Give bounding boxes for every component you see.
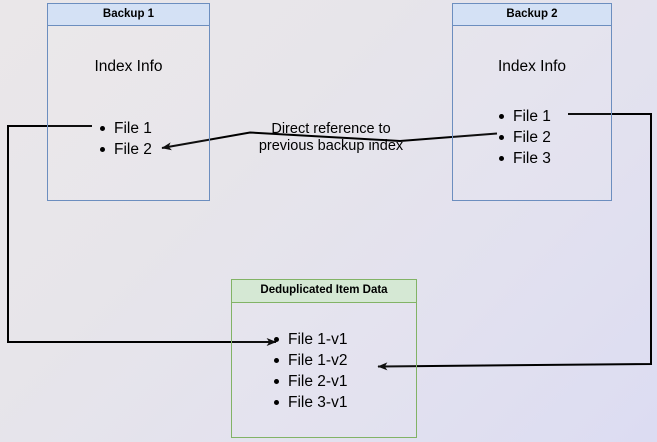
backup-2-node[interactable]: Backup 2 Index Info File 1 File 2 File 3 [452,3,612,201]
backup-2-file-list: File 1 File 2 File 3 [497,106,551,169]
list-item: File 1 [98,118,152,139]
dedup-header: Deduplicated Item Data [231,279,417,303]
list-item: File 3 [497,148,551,169]
list-item: File 1-v2 [272,350,347,371]
direct-reference-caption: Direct reference to previous backup inde… [258,121,404,154]
backup-1-node[interactable]: Backup 1 Index Info File 1 File 2 [47,3,210,201]
deduplicated-item-data-node[interactable]: Deduplicated Item Data File 1-v1 File 1-… [231,279,417,438]
list-item: File 1 [497,106,551,127]
backup-2-index-label: Index Info [497,58,567,75]
list-item: File 1-v1 [272,329,347,350]
list-item: File 2-v1 [272,371,347,392]
list-item: File 2 [497,127,551,148]
backup-2-body: Index Info File 1 File 2 File 3 [452,26,612,201]
dedup-file-list: File 1-v1 File 1-v2 File 2-v1 File 3-v1 [272,329,347,413]
backup-1-index-label: Index Info [94,58,163,75]
backup-1-header: Backup 1 [47,3,210,26]
backup-1-body: Index Info File 1 File 2 [47,26,210,201]
backup-1-file-list: File 1 File 2 [98,118,152,160]
backup-2-header: Backup 2 [452,3,612,26]
list-item: File 2 [98,139,152,160]
list-item: File 3-v1 [272,392,347,413]
dedup-body: File 1-v1 File 1-v2 File 2-v1 File 3-v1 [231,303,417,438]
